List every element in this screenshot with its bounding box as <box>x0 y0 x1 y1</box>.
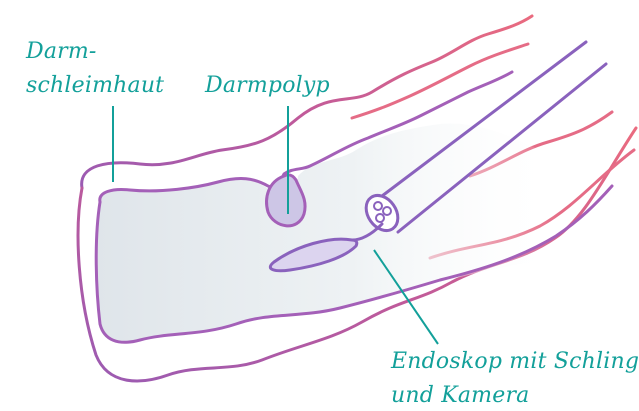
camera-lens-3 <box>376 214 384 222</box>
label-mucosa-line2: schleimhaut <box>26 72 164 100</box>
label-polyp: Darmpolyp <box>205 72 330 100</box>
camera-lens-1 <box>374 202 382 210</box>
label-mucosa-line1: Darm- <box>26 38 97 66</box>
camera-lens-2 <box>383 207 391 215</box>
label-endoscope-line2: und Kamera <box>391 382 529 410</box>
label-endoscope-line1: Endoskop mit Schlinge <box>391 348 639 376</box>
